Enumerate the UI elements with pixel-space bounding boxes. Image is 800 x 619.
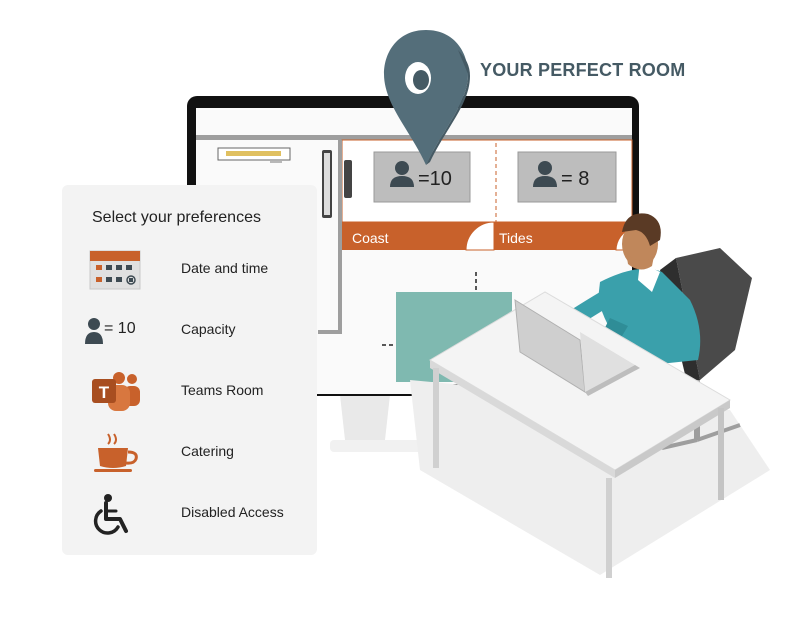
wheelchair-icon [93, 494, 128, 535]
preference-disabled-access-label: Disabled Access [181, 504, 284, 520]
headline: YOUR PERFECT ROOM [480, 60, 686, 80]
preference-date-time-label: Date and time [181, 260, 269, 276]
preference-teams-room[interactable]: T Teams Room [62, 367, 317, 417]
capacity-count: = 10 [104, 320, 136, 337]
coffee-cup-icon [94, 433, 138, 472]
room-coast-person-icon [390, 161, 414, 187]
preference-capacity-label: Capacity [181, 321, 236, 337]
teams-icon: T [92, 372, 140, 411]
preferences-panel: Select your preferences Date and time = [62, 185, 317, 555]
person-icon [85, 318, 103, 344]
preference-date-time[interactable]: Date and time [62, 245, 317, 295]
location-pin-icon [384, 30, 470, 165]
preference-catering[interactable]: Catering [62, 428, 317, 478]
laptop-illustration [514, 299, 640, 396]
room-tides-person-icon [533, 161, 557, 187]
panel-title: Select your preferences [92, 209, 261, 226]
svg-text:T: T [99, 383, 110, 402]
preference-capacity[interactable]: = 10 Capacity [62, 306, 317, 356]
calendar-icon [89, 250, 141, 290]
preference-disabled-access[interactable]: Disabled Access [62, 489, 317, 539]
preference-teams-room-label: Teams Room [181, 382, 264, 398]
preference-catering-label: Catering [181, 443, 234, 459]
capacity-indicator: = 10 [84, 310, 164, 352]
